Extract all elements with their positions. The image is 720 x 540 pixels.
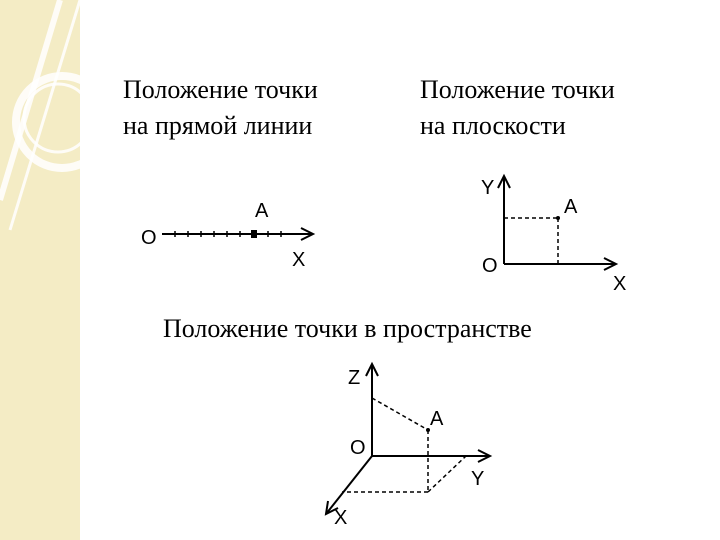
caption-plane-1: Положение точки	[420, 75, 615, 104]
axis-ticks	[174, 231, 282, 237]
caption-line-1: Положение точки	[123, 75, 318, 104]
origin-label: O	[482, 255, 498, 277]
origin-label: O	[141, 227, 157, 249]
x-axis-label: X	[292, 249, 305, 271]
caption-point-on-line: Положение точки на прямой линии	[123, 72, 318, 144]
z-axis-label: Z	[348, 367, 360, 389]
projection-lines	[342, 397, 467, 493]
axes	[324, 361, 493, 516]
point-a-marker	[426, 428, 430, 432]
sidebar-ornament	[0, 0, 80, 231]
y-axis-label: Y	[471, 468, 484, 490]
point-a-label: A	[564, 196, 578, 218]
caption-line-2: на прямой линии	[123, 111, 313, 140]
projection-lines	[504, 217, 559, 264]
caption-point-on-plane: Положение точки на плоскости	[420, 72, 615, 144]
x-axis-label: X	[334, 507, 347, 529]
point-a-label: A	[430, 408, 444, 430]
caption-space-text: Положение точки в пространстве	[163, 314, 532, 343]
axes	[497, 173, 619, 271]
caption-point-in-space: Положение точки в пространстве	[163, 311, 532, 347]
plane-diagram: Y A O X	[481, 173, 626, 295]
point-a-marker	[251, 230, 257, 238]
line-diagram: O A X	[141, 200, 316, 271]
y-axis-label: Y	[481, 177, 494, 199]
x-axis	[162, 227, 316, 241]
space-diagram: Z A O Y X	[324, 361, 493, 529]
point-a-label: A	[255, 200, 269, 222]
decorative-sidebar	[0, 0, 80, 540]
point-a-marker	[556, 216, 560, 220]
caption-plane-2: на плоскости	[420, 111, 566, 140]
origin-label: O	[350, 437, 366, 459]
x-axis-label: X	[613, 273, 626, 295]
